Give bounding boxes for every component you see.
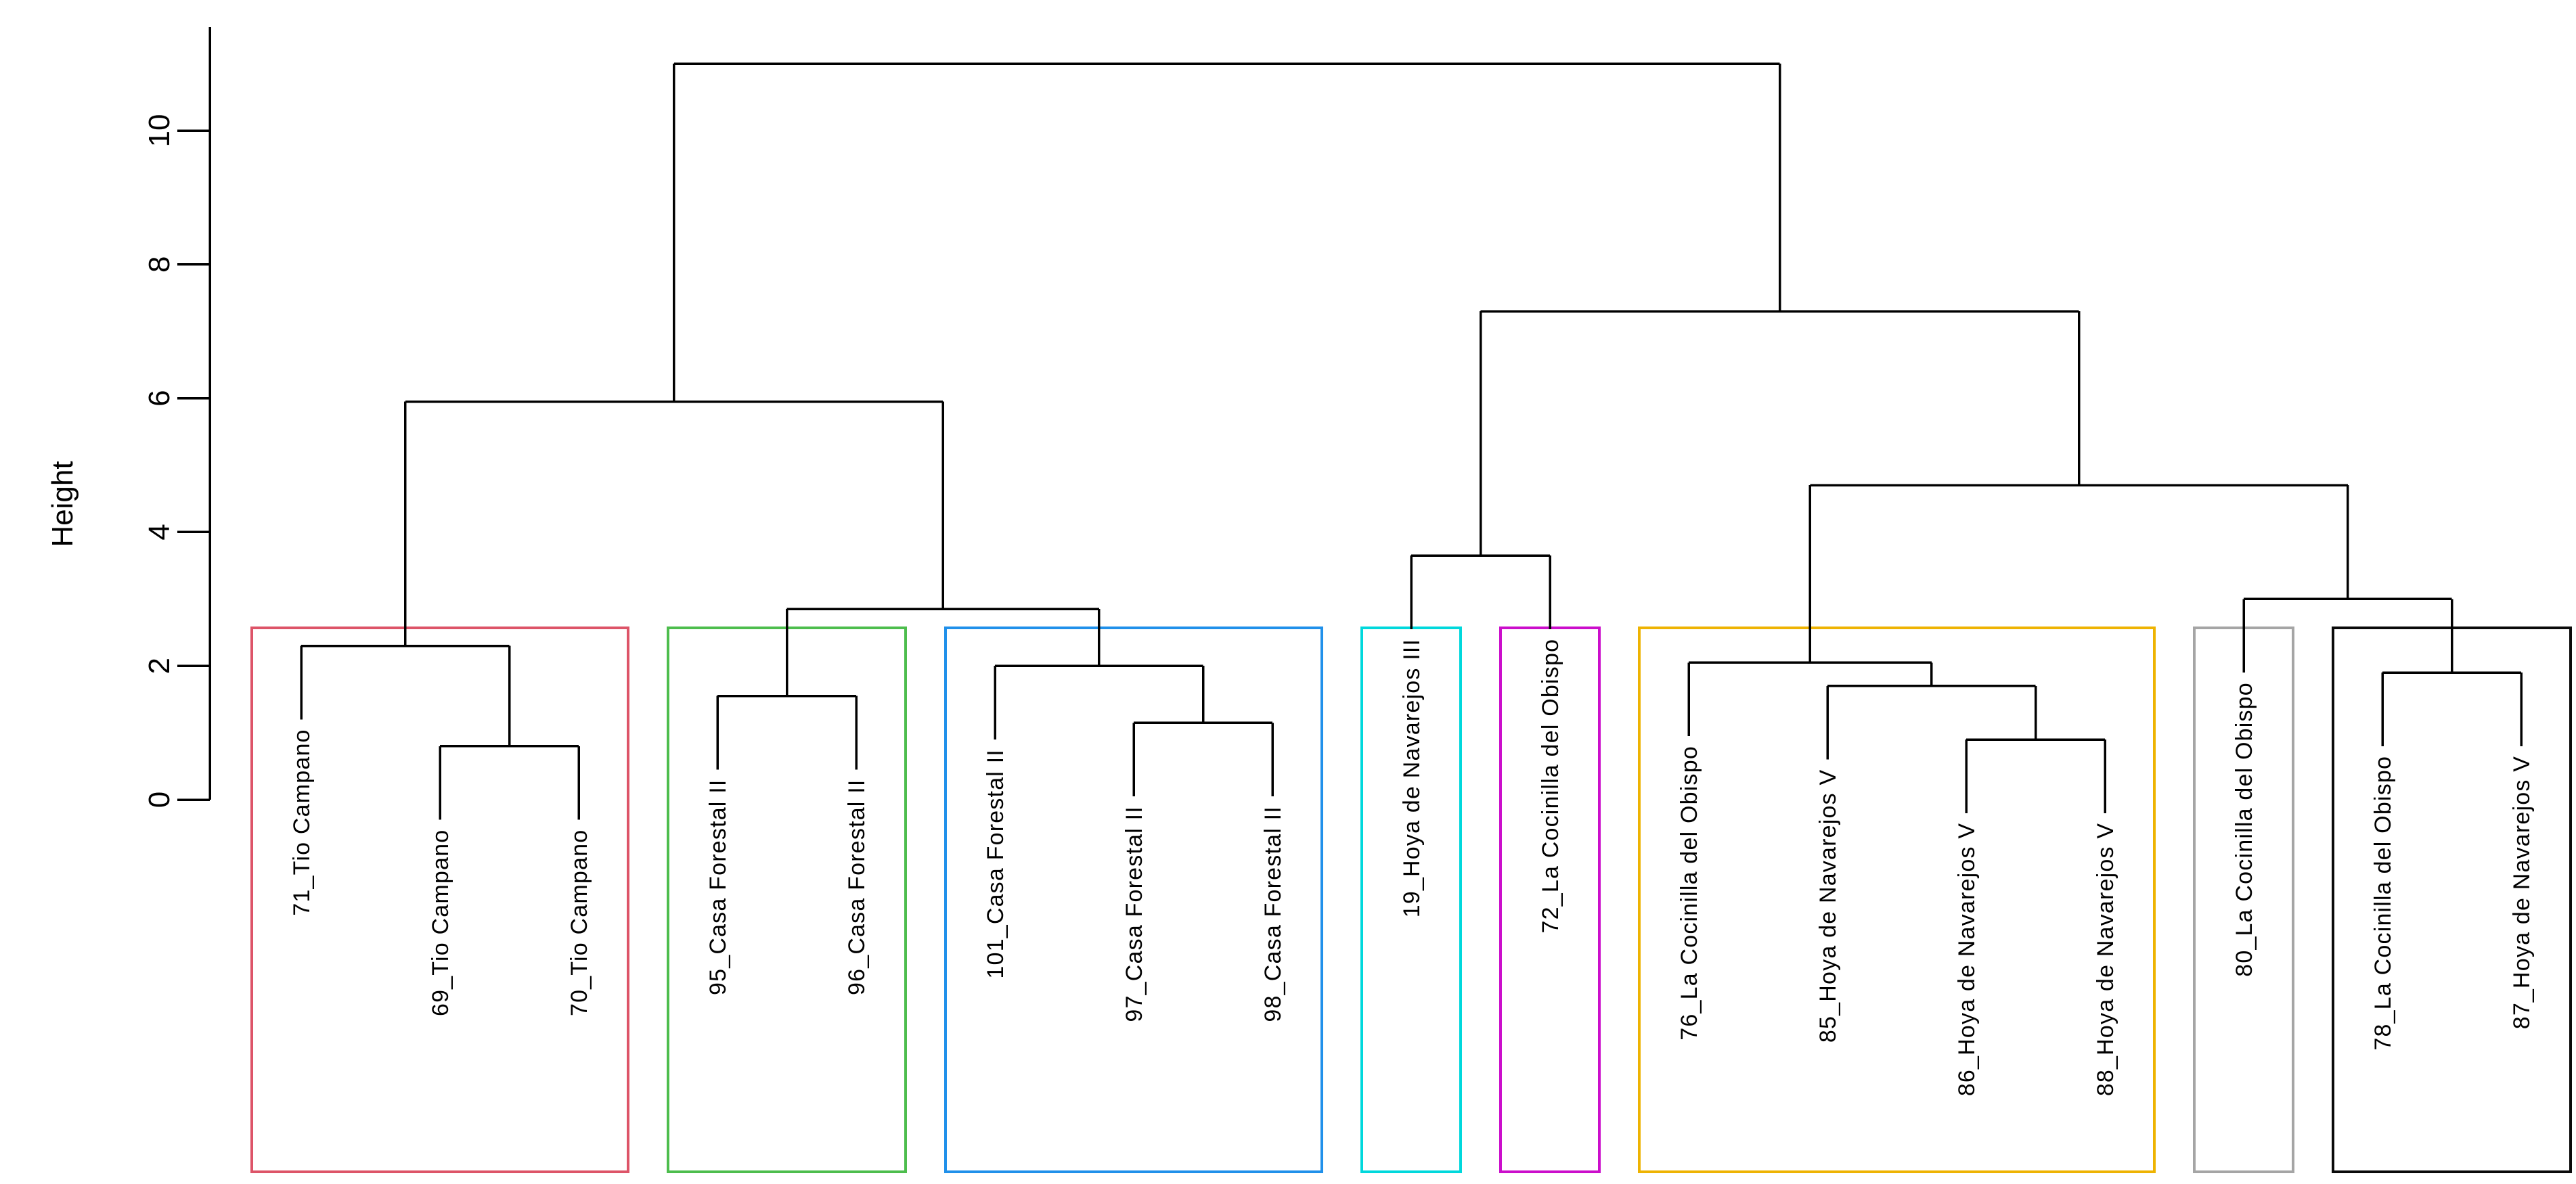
leaf-label: 97_Casa Forestal II xyxy=(1122,806,1147,1022)
leaf-label: 86_Hoya de Navarejos V xyxy=(1954,823,1980,1096)
dendrogram-branches xyxy=(300,62,2523,820)
leaf-label: 98_Casa Forestal II xyxy=(1260,806,1286,1022)
leaf-label: 70_Tio Campano xyxy=(567,829,592,1016)
y-axis-line xyxy=(177,27,211,801)
cluster-box xyxy=(944,627,1323,1173)
y-axis-tick-label: 6 xyxy=(143,390,176,406)
y-axis-tick-label: 2 xyxy=(143,658,176,674)
y-axis-tick-label: 0 xyxy=(143,792,176,808)
leaf-label: 80_La Cocinilla del Obispo xyxy=(2231,682,2257,977)
y-axis-tick-labels: 0 2 4 6 8 10 xyxy=(143,114,176,809)
leaf-labels: 71_Tio Campano 69_Tio Campano 70_Tio Campa… xyxy=(289,639,2535,1096)
y-axis-title: Height xyxy=(46,461,79,547)
dendrogram-tree xyxy=(300,62,2523,820)
y-axis-tick-label: 8 xyxy=(143,256,176,273)
cluster-box xyxy=(667,627,907,1173)
y-axis: 0 2 4 6 8 10 Height xyxy=(46,27,211,809)
y-axis-tick-label: 10 xyxy=(143,114,176,147)
leaf-label: 78_La Cocinilla del Obispo xyxy=(2370,756,2396,1051)
leaf-label: 71_Tio Campano xyxy=(289,729,315,915)
leaf-label: 19_Hoya de Navarejos III xyxy=(1399,639,1425,917)
cluster-box xyxy=(2332,627,2572,1173)
cluster-box xyxy=(1638,627,2156,1173)
y-axis-tick-label: 4 xyxy=(143,524,176,540)
cluster-box xyxy=(250,627,629,1173)
leaf-label: 69_Tio Campano xyxy=(428,829,453,1016)
leaf-label: 72_La Cocinilla del Obispo xyxy=(1538,639,1563,934)
leaf-label: 87_Hoya de Navarejos V xyxy=(2509,756,2535,1029)
leaf-label: 76_La Cocinilla del Obispo xyxy=(1676,746,1702,1041)
leaf-label: 95_Casa Forestal II xyxy=(705,779,731,995)
leaf-label: 101_Casa Forestal II xyxy=(983,749,1008,979)
leaf-label: 88_Hoya de Navarejos V xyxy=(2093,823,2118,1096)
leaf-label: 96_Casa Forestal II xyxy=(844,779,870,995)
leaf-label: 85_Hoya de Navarejos V xyxy=(1815,769,1841,1043)
